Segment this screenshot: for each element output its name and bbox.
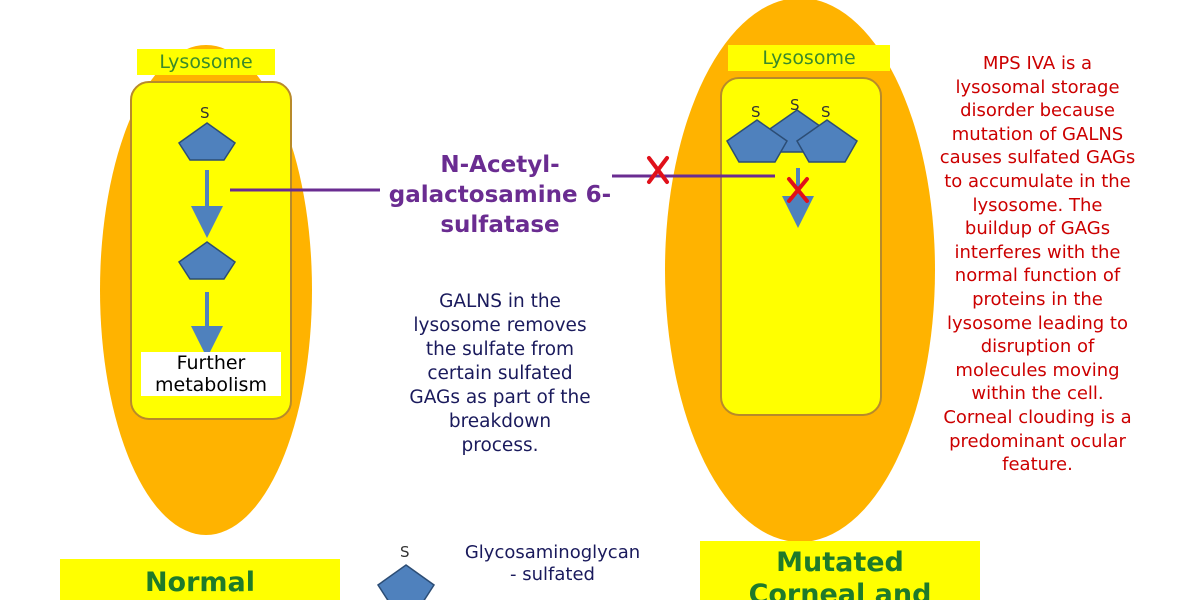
sulfate-label: S bbox=[821, 103, 831, 121]
sulfated-gag-pentagon bbox=[726, 119, 788, 163]
desulfated-gag-pentagon bbox=[177, 241, 237, 280]
normal-caption: Normal bbox=[60, 559, 340, 600]
legend-pentagon bbox=[376, 564, 436, 600]
sulfated-gag-pentagon bbox=[796, 119, 858, 163]
sulfate-label: S bbox=[790, 96, 800, 114]
galns-description: GALNS in the lysosome removes the sulfat… bbox=[409, 291, 591, 456]
enzyme-name: N-Acetyl- galactosamine 6- sulfatase bbox=[388, 152, 612, 238]
sulfate-label: S bbox=[200, 104, 210, 122]
sulfated-gag-pentagon bbox=[177, 122, 237, 161]
sulfate-label: S bbox=[751, 103, 761, 121]
lysosome-label: Lysosome bbox=[728, 45, 890, 71]
legend-sulfate-label: S bbox=[400, 543, 410, 561]
legend-label: Glycosaminoglycan - sulfated bbox=[464, 542, 641, 585]
block-x-icon bbox=[647, 156, 669, 184]
mps-iva-description: MPS IVA is a lysosomal storage disorder … bbox=[939, 53, 1136, 476]
mutated-caption: Mutated Corneal and bbox=[700, 541, 980, 600]
lysosome-label: Lysosome bbox=[137, 49, 275, 75]
block-x-icon bbox=[787, 177, 809, 203]
further-metabolism-label: Further metabolism bbox=[141, 352, 281, 396]
